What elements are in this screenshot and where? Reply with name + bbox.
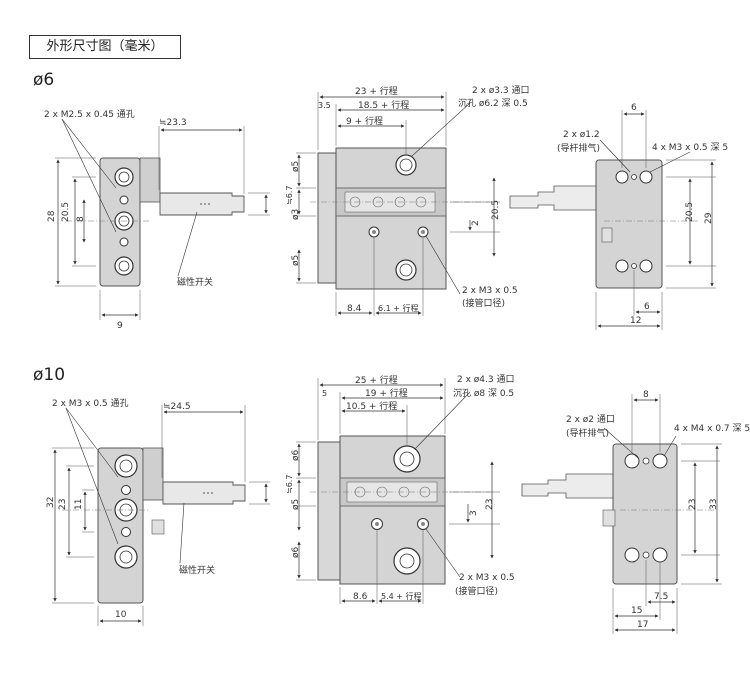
tap-hole-6: 2 x M2.5 x 0.45 通孔 <box>44 109 135 120</box>
dim-inner-6: 9 + 行程 <box>346 115 383 127</box>
dim-topw-r6: 6 <box>631 103 637 113</box>
thread-hole-4 <box>639 259 653 273</box>
guide-hole-6: 2 x ø1.2 <box>563 130 600 140</box>
dim-width-r10: 17 <box>637 620 648 630</box>
cylinder-body-10 <box>339 435 446 585</box>
thread-hole-2 <box>639 170 653 184</box>
view-6-center: 23 + 行程 18.5 + 行程 3.5 9 + 行程 2 x ø3.3 通口… <box>291 85 529 316</box>
dim-topw-r10: 8 <box>643 390 649 400</box>
switch-length-6: ≒23.3 <box>159 118 187 128</box>
dim-pitch-r6: 20.5 <box>685 202 695 222</box>
end-plate-10 <box>317 441 341 581</box>
thread-hole-3-10 <box>624 547 640 563</box>
dim-pitch-r10: 23 <box>688 499 698 510</box>
hole-upper-10 <box>114 454 138 478</box>
dim-base-10: 8.6 <box>353 592 368 602</box>
hole-lower <box>114 256 134 276</box>
switch-length-10: ≒24.5 <box>163 402 191 412</box>
dim-gap-10: 3 <box>469 510 479 516</box>
switch-label-10: 磁性开关 <box>179 564 215 576</box>
dim-body-6: 18.5 + 行程 <box>358 99 409 111</box>
port-thread-6: 2 x M3 x 0.5 <box>462 286 518 296</box>
thread-hole-1 <box>615 170 629 184</box>
body-end-view <box>595 159 663 289</box>
view-6-left: 28 20.5 8 9 2 x M2.5 x 0.45 通孔 ≒23.3 ≒6.… <box>44 109 294 331</box>
dim-stroke-10: 5.4 + 行程 <box>381 591 422 601</box>
size-heading-10: ø10 <box>33 365 66 385</box>
rod-side <box>509 185 597 211</box>
dim-base-6: 8.4 <box>347 304 362 314</box>
dim-offset-r6: 6 <box>644 302 650 312</box>
switch-height-10: ≒6.7 <box>285 475 294 494</box>
body-end-view-10 <box>612 443 678 585</box>
counterbore-6: 沉孔 ø6.2 深 0.5 <box>458 98 528 109</box>
dia-mid-10: ø5 <box>291 499 301 510</box>
thread-spec-6: 4 x M3 x 0.5 深 5 <box>652 142 728 153</box>
dim-width-r6: 12 <box>630 316 641 326</box>
dim-offset-6: 8 <box>76 216 86 222</box>
dim-pitch-c10: 23 <box>485 499 495 510</box>
dim-gap-6: 2 <box>471 220 481 226</box>
port-note-6: (接管口径) <box>462 297 505 309</box>
dim-body-10: 19 + 行程 <box>365 387 408 399</box>
dim-height-r10: 33 <box>709 499 719 510</box>
dim-offset-r10: 7.5 <box>654 592 668 602</box>
dia-mid-6: ø3 <box>291 209 301 220</box>
dim-pitch-c6: 20.5 <box>491 200 501 220</box>
thread-spec-10: 4 x M4 x 0.7 深 5 <box>674 423 750 434</box>
dim-height-r6: 29 <box>704 212 714 224</box>
drawing-title: 外形尺寸图（毫米） <box>29 35 181 59</box>
dia-top-6: ø5 <box>291 161 301 172</box>
port-hole-6: 2 x ø3.3 通口 <box>472 85 529 96</box>
dim-width-10: 10 <box>115 610 127 620</box>
tap-hole-10: 2 x M3 x 0.5 通孔 <box>52 398 129 409</box>
port-note-10: (接管口径) <box>455 585 498 597</box>
view-6-right: 6 2 x ø1.2 (导杆排气) 4 x M3 x 0.5 深 5 20.5 … <box>509 103 728 330</box>
dim-stroke-6: 6.1 + 行程 <box>378 303 419 313</box>
port-lower <box>395 259 417 281</box>
guide-hole-10: 2 x ø2 通口 <box>566 414 615 425</box>
port-hole-10: 2 x ø4.3 通口 <box>457 374 514 385</box>
switch-height-6: ≒6.7 <box>285 186 294 205</box>
guide-note-6: (导杆排气) <box>557 142 600 154</box>
switch-label-6: 磁性开关 <box>177 276 213 288</box>
dim-offset-10: 11 <box>74 499 84 510</box>
dim-flange-6: 3.5 <box>318 101 331 110</box>
hole-lower-10 <box>114 545 138 569</box>
view-10-left: 32 23 11 10 2 x M3 x 0.5 通孔 ≒24.5 ≒6.7 磁… <box>46 398 294 626</box>
dim-width-6: 9 <box>117 321 123 331</box>
port-lower-10 <box>393 547 421 575</box>
dim-overall-10: 25 + 行程 <box>355 374 398 386</box>
dim-pitch-6: 20.5 <box>61 202 71 222</box>
dia-bot-10: ø6 <box>291 546 301 558</box>
dim-height-10: 32 <box>46 497 56 508</box>
view-10-center: 25 + 行程 19 + 行程 5 10.5 + 行程 2 x ø4.3 通口 … <box>291 374 515 604</box>
dia-top-10: ø6 <box>291 449 301 461</box>
end-plate <box>317 152 337 284</box>
dim-height-6: 28 <box>47 210 57 222</box>
thread-hole-4-10 <box>652 547 668 563</box>
port-upper <box>395 154 417 176</box>
port-upper-10 <box>393 445 421 473</box>
thread-hole-3 <box>615 259 629 273</box>
rod-side-10 <box>521 473 614 499</box>
size-heading-6: ø6 <box>33 70 55 90</box>
view-10-right: 8 2 x ø2 通口 (导杆排气) 4 x M4 x 0.7 深 5 23 3… <box>521 390 750 634</box>
dim-overall-6: 23 + 行程 <box>355 85 398 97</box>
hole-upper <box>114 167 134 187</box>
dim-inner-r10: 15 <box>631 606 642 616</box>
thread-hole-2-10 <box>652 453 668 469</box>
counterbore-10: 沉孔 ø8 深 0.5 <box>453 388 514 399</box>
dim-flange-10: 5 <box>322 389 327 398</box>
dim-inner-10: 10.5 + 行程 <box>346 400 397 412</box>
guide-note-10: (导杆排气) <box>566 427 609 439</box>
port-thread-10: 2 x M3 x 0.5 <box>459 573 515 583</box>
dim-pitch-10: 23 <box>58 499 68 510</box>
cylinder-body <box>335 147 447 290</box>
dia-bot-6: ø5 <box>291 255 301 266</box>
thread-hole-1-10 <box>624 453 640 469</box>
